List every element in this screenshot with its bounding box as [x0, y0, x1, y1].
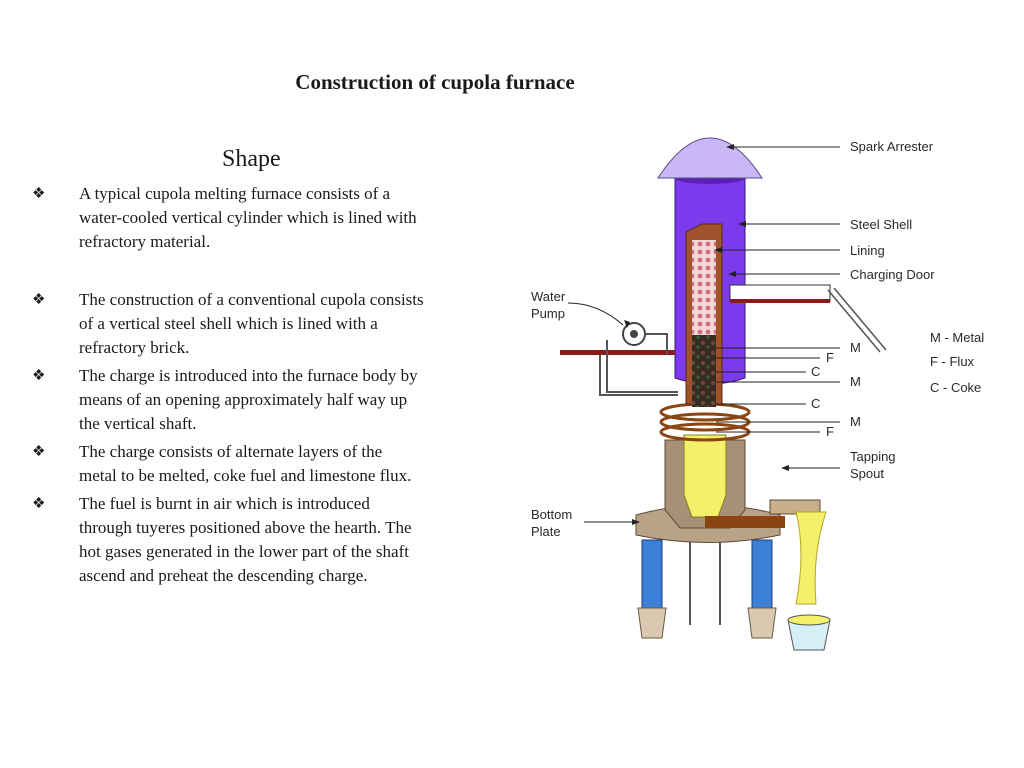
label-water-pump-line2: Pump [531, 306, 565, 321]
diamond-bullet-icon: ❖ [32, 292, 46, 308]
bullet-line: the vertical shaft. [79, 414, 197, 433]
section-subtitle: Shape [222, 146, 281, 172]
label-lining: Lining [850, 243, 885, 258]
bullet-line: through tuyeres positioned above the hea… [79, 518, 412, 537]
tapping-channel [705, 516, 785, 528]
bullet-line: hot gases generated in the lower part of… [79, 542, 409, 561]
bullet-line: refractory brick. [79, 338, 190, 357]
layer-label-coke: C [811, 396, 820, 411]
bullet-line: The charge consists of alternate layers … [79, 442, 383, 461]
bullet-line: refractory material. [79, 232, 211, 251]
label-water-pump-line1: Water [531, 289, 566, 304]
label-bottom-plate-line2: Plate [531, 524, 561, 539]
charge-layers [692, 335, 716, 407]
molten-metal [683, 434, 727, 518]
arrow-heads [624, 144, 789, 525]
bullet-line: of a vertical steel shell which is lined… [79, 314, 378, 333]
layer-label-flux: F [826, 424, 834, 439]
legend-metal: M - Metal [930, 330, 984, 345]
layer-label-metal: M [850, 340, 861, 355]
right-leg [751, 539, 773, 611]
slide-title: Construction of cupola furnace [295, 70, 575, 94]
legend-flux: F - Flux [930, 354, 975, 369]
label-tapping-spout-line1: Tapping [850, 449, 896, 464]
diamond-bullet-icon: ❖ [32, 496, 46, 512]
bullet-line: means of an opening approximately half w… [79, 390, 408, 409]
label-bottom-plate-line1: Bottom [531, 507, 572, 522]
bullet-line: metal to be melted, coke fuel and limest… [79, 466, 412, 485]
bullet-line: The fuel is burnt in air which is introd… [79, 494, 370, 513]
layer-label-metal: M [850, 414, 861, 429]
bullet-line: The charge is introduced into the furnac… [79, 366, 418, 385]
spark-arrester [657, 137, 763, 179]
water-pump [560, 322, 678, 396]
label-charging-door: Charging Door [850, 267, 935, 282]
legend-coke: C - Coke [930, 380, 981, 395]
layer-leader-lines [716, 347, 840, 433]
bullet-line: A typical cupola melting furnace consist… [79, 184, 391, 203]
bullet-line: water-cooled vertical cylinder which is … [79, 208, 417, 227]
bullet-line: The construction of a conventional cupol… [79, 290, 424, 309]
right-foot [747, 607, 777, 639]
label-spark-arrester: Spark Arrester [850, 139, 934, 154]
bullet-line: ascend and preheat the descending charge… [79, 566, 368, 585]
left-leg [641, 539, 663, 611]
layer-label-metal: M [850, 374, 861, 389]
layer-label-flux: F [826, 350, 834, 365]
lining-bricks [692, 240, 716, 335]
label-tapping-spout-line2: Spout [850, 466, 884, 481]
charging-platform [729, 284, 887, 353]
support-legs [637, 539, 777, 639]
diamond-bullet-icon: ❖ [32, 444, 46, 460]
molten-stream [795, 511, 827, 605]
leader-lines [567, 146, 840, 523]
tapping-spout [769, 499, 831, 651]
left-foot [637, 607, 667, 639]
diamond-bullet-icon: ❖ [32, 368, 46, 384]
label-steel-shell: Steel Shell [850, 217, 912, 232]
layer-label-coke: C [811, 364, 820, 379]
diamond-bullet-icon: ❖ [32, 186, 46, 202]
